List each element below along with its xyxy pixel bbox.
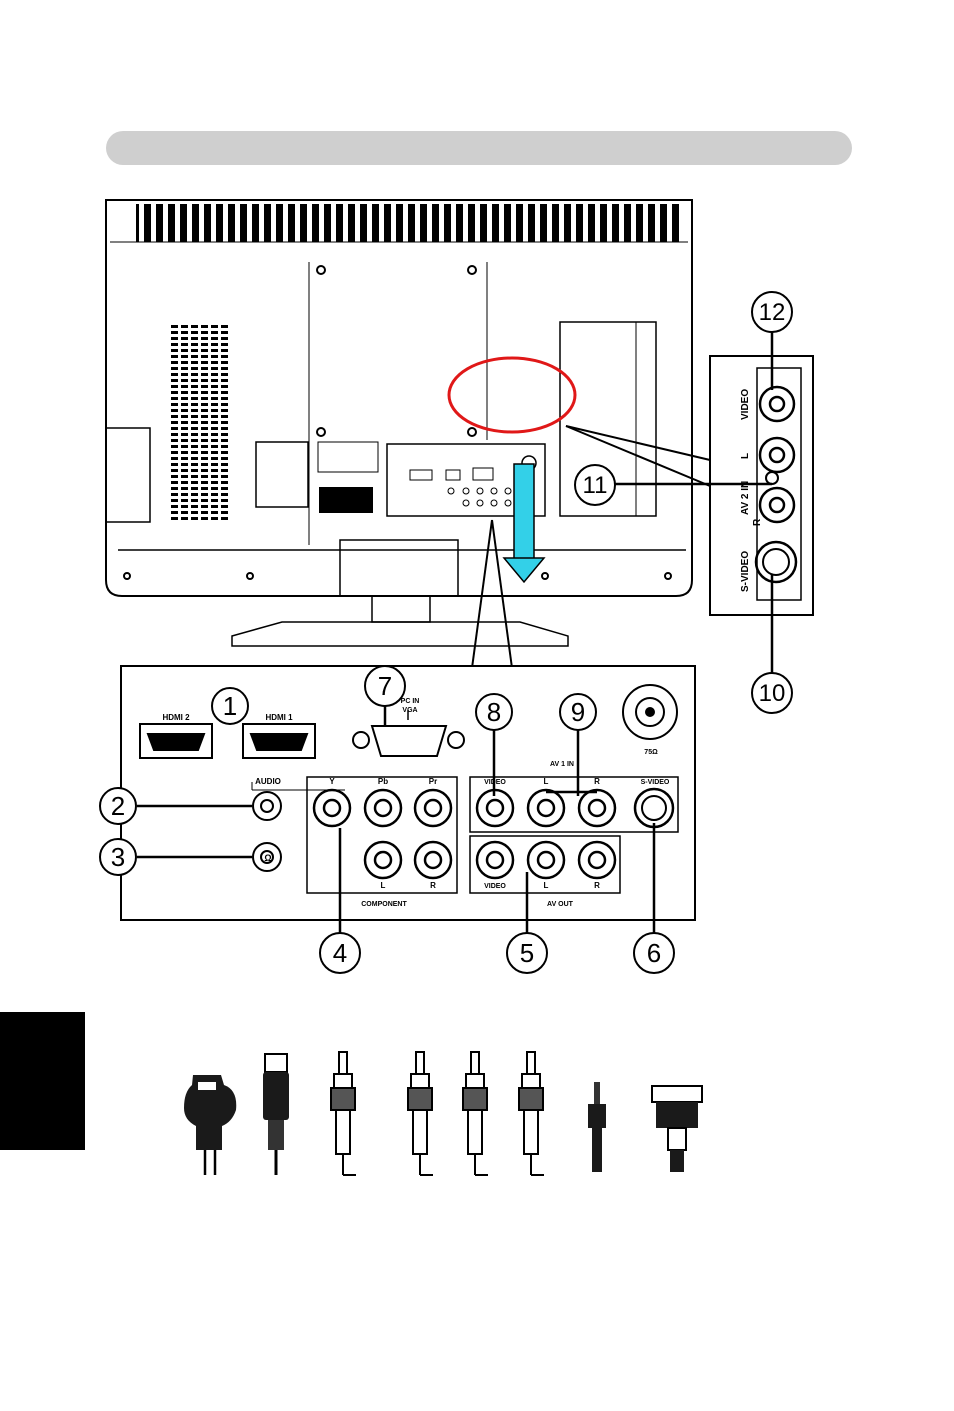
- headphone-icon: Ω: [264, 853, 271, 863]
- component-l-label: L: [381, 881, 386, 890]
- svg-text:1: 1: [223, 691, 237, 721]
- svg-text:7: 7: [378, 671, 392, 701]
- pr-label: Pr: [429, 777, 437, 786]
- callout-7: 7: [365, 666, 405, 706]
- svg-text:4: 4: [333, 938, 347, 968]
- pb-label: Pb: [378, 777, 388, 786]
- svg-text:5: 5: [520, 938, 534, 968]
- avout-r-label: R: [594, 881, 600, 890]
- connector-panel: HDMI 2 HDMI 1 PC IN VGA AUDIO Ω Y Pb Pr …: [121, 666, 695, 920]
- svg-text:2: 2: [111, 791, 125, 821]
- rca-cable-icon: [408, 1052, 433, 1175]
- hdmi1-label: HDMI 1: [265, 713, 293, 722]
- svg-text:8: 8: [487, 697, 501, 727]
- side-panel: VIDEO L AV 2 IN R S-VIDEO: [710, 356, 813, 615]
- av-out-label: AV OUT: [547, 901, 574, 908]
- tv-rear: [106, 200, 692, 646]
- svideo-label: S-VIDEO: [641, 779, 670, 786]
- svg-text:3: 3: [111, 842, 125, 872]
- av1-in-label: AV 1 IN: [550, 761, 574, 768]
- hdmi2-label: HDMI 2: [162, 713, 190, 722]
- audio-jack-cable-icon: [588, 1082, 606, 1172]
- av1-l-label: L: [544, 777, 549, 786]
- callout-12: 12: [752, 292, 792, 332]
- callout-6: 6: [634, 933, 674, 973]
- component-label: COMPONENT: [361, 901, 407, 908]
- svg-text:11: 11: [583, 472, 608, 499]
- callout-9: 9: [560, 694, 596, 730]
- rca-cable-icon: [463, 1052, 488, 1175]
- side-video-label: VIDEO: [740, 389, 751, 420]
- cable-icons: [184, 1052, 702, 1175]
- audio-label: AUDIO: [255, 777, 281, 786]
- av1-r-label: R: [594, 777, 600, 786]
- vga-cable-icon: [652, 1086, 702, 1172]
- side-svideo-label: S-VIDEO: [740, 551, 751, 592]
- callout-11: 11: [575, 465, 615, 505]
- callout-3: 3: [100, 839, 136, 875]
- y-label: Y: [329, 777, 335, 786]
- callout-10: 10: [752, 673, 792, 713]
- zoom-leader-lines: [472, 426, 710, 668]
- av1-video-label: VIDEO: [484, 779, 506, 786]
- tv-input-label: 75Ω: [644, 749, 658, 756]
- avout-video-label: VIDEO: [484, 883, 506, 890]
- vga-label: VGA: [402, 707, 417, 714]
- avout-l-label: L: [544, 881, 549, 890]
- zoom-arrow-icon: [504, 464, 544, 582]
- svg-text:6: 6: [647, 938, 661, 968]
- port-area-highlight: [449, 358, 575, 432]
- callout-4: 4: [320, 933, 360, 973]
- hdmi-cable-icon: [263, 1054, 289, 1175]
- svg-text:9: 9: [571, 697, 585, 727]
- side-av-in-label: AV 2 IN: [740, 481, 751, 515]
- callout-8: 8: [476, 694, 512, 730]
- side-r-label: R: [752, 518, 763, 526]
- side-l-label: L: [740, 453, 751, 459]
- rca-cable-icon: [519, 1052, 544, 1175]
- callout-1: 1: [212, 688, 248, 724]
- rca-cable-icon: [331, 1052, 356, 1175]
- svg-text:12: 12: [759, 299, 786, 326]
- callout-5: 5: [507, 933, 547, 973]
- scart-cable-icon: [184, 1075, 236, 1175]
- pc-in-label: PC IN: [401, 698, 420, 705]
- component-r-label: R: [430, 881, 436, 890]
- svg-text:10: 10: [759, 680, 786, 707]
- callout-2: 2: [100, 788, 136, 824]
